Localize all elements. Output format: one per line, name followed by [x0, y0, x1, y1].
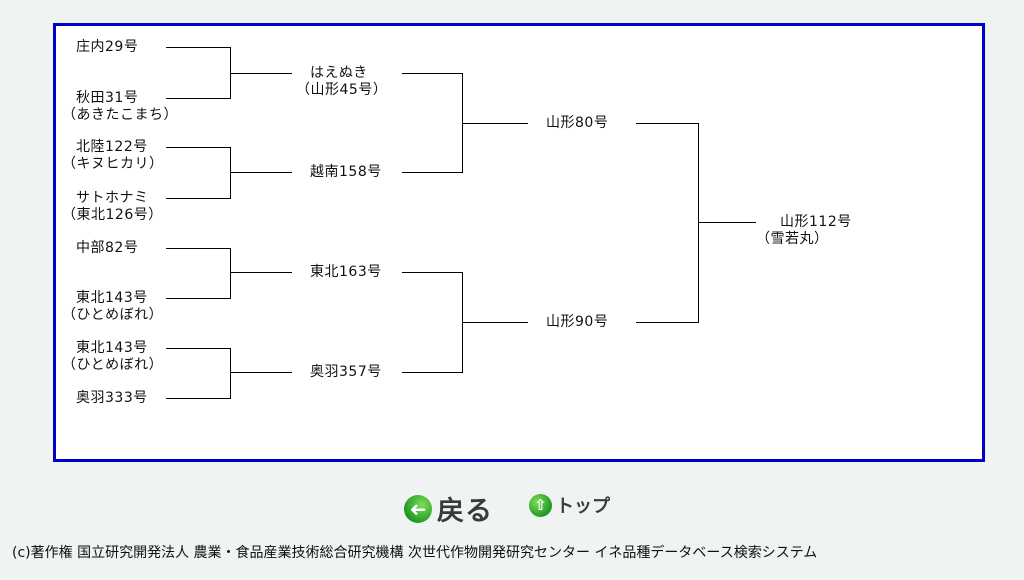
node-line: 東北143号 [76, 340, 148, 356]
node-line: はえぬき [310, 65, 368, 81]
node-tohoku163: 東北163号 [310, 264, 382, 281]
node-ou333: 奥羽333号 [76, 390, 148, 407]
node-line: （ひとめぼれ） [62, 357, 164, 373]
node-shonai29: 庄内29号 [76, 39, 138, 56]
node-hokuriku122: 北陸122号（キヌヒカリ） [62, 139, 164, 173]
back-button[interactable]: ➜ 戻る [404, 489, 493, 528]
node-tohoku143a: 東北143号（ひとめぼれ） [62, 290, 163, 324]
left-arrow-icon: ➜ [404, 494, 432, 523]
node-line: （雪若丸） [756, 231, 829, 247]
node-line: サトホナミ [76, 190, 149, 206]
top-label: トップ [556, 496, 610, 517]
node-line: 山形112号 [780, 214, 852, 230]
node-line: （ひとめぼれ） [62, 307, 164, 323]
node-line: 越南158号 [310, 164, 382, 180]
node-line: 東北143号 [76, 290, 148, 306]
node-tohoku143b: 東北143号（ひとめぼれ） [62, 340, 163, 374]
up-arrow-icon: ⇧ [529, 493, 552, 517]
node-line: 中部82号 [76, 240, 139, 256]
node-line: 山形80号 [546, 115, 609, 131]
node-satohonami: サトホナミ（東北126号） [62, 190, 163, 224]
node-akita31: 秋田31号（あきたこまち） [62, 90, 178, 124]
node-line: 秋田31号 [76, 90, 139, 106]
node-line: 庄内29号 [76, 39, 139, 55]
navigation-bar: ➜ 戻る ⇧ トップ [0, 487, 1024, 527]
node-haenuki: はえぬき（山形45号） [296, 65, 387, 99]
back-label: 戻る [437, 496, 493, 527]
node-line: 奥羽333号 [76, 390, 148, 406]
node-yamagata90: 山形90号 [546, 314, 608, 331]
node-line: （あきたこまち） [62, 107, 178, 123]
node-yamagata112: 山形112号（雪若丸） [756, 214, 852, 248]
footer-copyright: (c)著作権 国立研究開発法人 農業・食品産業技術総合研究機構 次世代作物開発研… [12, 545, 818, 561]
node-line: 奥羽357号 [310, 364, 382, 380]
node-ou357: 奥羽357号 [310, 364, 382, 381]
node-line: （キヌヒカリ） [62, 156, 164, 172]
node-line: 北陸122号 [76, 139, 148, 155]
node-yamagata80: 山形80号 [546, 115, 608, 132]
pedigree-panel [53, 23, 985, 462]
node-chubu82: 中部82号 [76, 240, 138, 257]
node-line: （東北126号） [62, 207, 163, 223]
top-button[interactable]: ⇧ トップ [529, 492, 610, 518]
node-etsunan158: 越南158号 [310, 164, 382, 181]
node-line: 東北163号 [310, 264, 382, 280]
node-line: （山形45号） [296, 82, 388, 98]
node-line: 山形90号 [546, 314, 609, 330]
